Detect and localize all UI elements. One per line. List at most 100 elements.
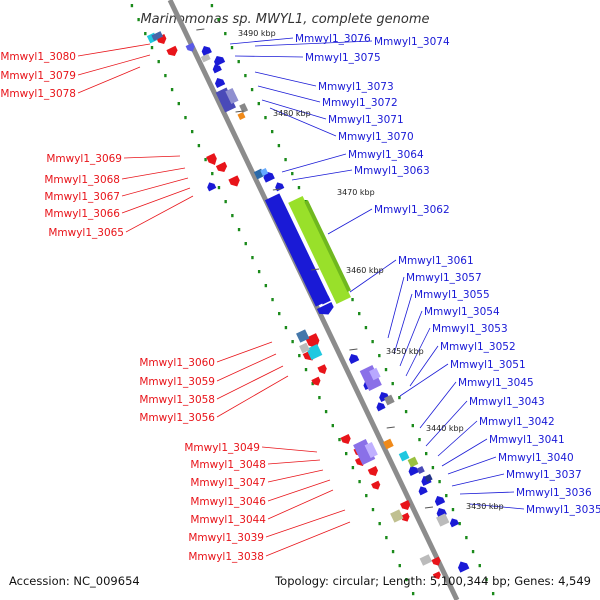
red-gene	[400, 512, 410, 522]
gc-dot	[237, 228, 241, 232]
operon-block	[407, 456, 419, 468]
scale-label: 3470 kbp	[337, 188, 375, 197]
gene-label-left: Mmwyl1_3068	[44, 174, 120, 186]
gc-dot	[271, 298, 274, 302]
leader-line	[254, 71, 317, 87]
label-leader-lines	[77, 37, 525, 557]
leader-line	[327, 208, 373, 235]
red-gene	[400, 499, 411, 511]
leader-line	[419, 381, 457, 429]
gc-dot	[378, 522, 381, 526]
gc-dot	[424, 452, 428, 456]
scale-label: 3450 kbp	[386, 347, 424, 356]
leader-line	[216, 375, 289, 418]
leader-line	[216, 341, 273, 363]
gc-dot	[130, 4, 134, 8]
blue-gene	[201, 45, 212, 57]
leader-line	[267, 489, 334, 520]
gene-label-right: Mmwyl1_3037	[506, 469, 582, 481]
scale-tick	[196, 28, 205, 31]
gene-label-left: Mmwyl1_3079	[0, 70, 76, 82]
gc-dot	[478, 564, 481, 568]
gc-dot	[177, 102, 180, 106]
gene-label-right: Mmwyl1_3045	[458, 377, 534, 389]
gene-label-right: Mmwyl1_3057	[406, 272, 482, 284]
red-gene	[317, 364, 327, 375]
gene-label-right: Mmwyl1_3072	[322, 97, 398, 109]
gc-dot	[224, 200, 227, 204]
scale-label: 3430 kbp	[466, 502, 504, 511]
gc-dot	[224, 32, 227, 36]
gc-dot	[438, 480, 441, 484]
leader-line	[77, 66, 141, 94]
leader-line	[425, 400, 468, 447]
red-gene	[371, 480, 381, 490]
gc-dot	[304, 368, 308, 372]
operon-block	[398, 450, 410, 462]
gene-label-left: Mmwyl1_3069	[46, 153, 122, 165]
leader-line	[459, 491, 515, 495]
gc-dot	[211, 172, 214, 176]
blue-gene	[213, 55, 226, 67]
gc-dot	[471, 550, 475, 554]
gc-dot	[184, 116, 187, 120]
gene-label-right: Mmwyl1_3036	[516, 487, 592, 499]
operon-block	[151, 31, 164, 41]
scale-label: 3490 kbp	[238, 29, 276, 38]
leader-line	[261, 99, 327, 120]
gc-dot	[277, 144, 281, 148]
operon-block	[364, 441, 378, 459]
operon-block	[369, 367, 381, 381]
gene-label-left: Mmwyl1_3078	[0, 88, 76, 100]
leader-line	[269, 107, 337, 137]
operon-block	[237, 111, 246, 121]
gc-dot	[491, 592, 495, 596]
blue-gene	[214, 77, 226, 89]
blue-gene	[212, 64, 222, 74]
blue-gene	[436, 507, 447, 519]
gc-dot	[391, 382, 394, 386]
scale-tick	[349, 348, 358, 351]
operon-block	[225, 87, 239, 105]
blue-gene	[207, 182, 217, 192]
gc-dot	[391, 550, 395, 554]
gc-dot	[297, 186, 301, 190]
gene-label-right: Mmwyl1_3075	[305, 52, 381, 64]
gc-dot	[190, 130, 194, 134]
leader-line	[77, 43, 151, 57]
gc-dot	[150, 46, 154, 50]
operon-block	[239, 103, 249, 113]
leader-line	[77, 54, 151, 76]
gene-label-right: Mmwyl1_3053	[432, 323, 508, 335]
blue-gene	[348, 353, 360, 365]
leader-line	[387, 276, 405, 339]
gc-dot	[431, 466, 435, 470]
gc-dot	[137, 18, 140, 22]
leader-line	[349, 259, 397, 293]
leader-line	[267, 469, 324, 483]
long-green-gene	[288, 196, 351, 304]
gc-dot	[445, 494, 448, 498]
gc-dot	[164, 74, 167, 78]
gene-label-left: Mmwyl1_3044	[190, 514, 266, 526]
gc-dot	[298, 354, 301, 358]
leader-line	[281, 153, 347, 173]
leader-line	[409, 345, 439, 387]
operon-block	[353, 439, 376, 465]
gene-label-right: Mmwyl1_3052	[440, 341, 516, 353]
gc-dot	[210, 4, 214, 8]
gc-dot	[284, 326, 288, 330]
leader-line	[399, 310, 423, 367]
leader-line	[125, 195, 194, 233]
gene-label-right: Mmwyl1_3041	[489, 434, 565, 446]
gc-dot	[264, 116, 267, 120]
red-gene	[311, 376, 321, 386]
gene-label-left: Mmwyl1_3039	[188, 532, 264, 544]
operon-block	[436, 513, 450, 527]
long-green-gene-edge	[304, 200, 352, 292]
operon-block	[424, 473, 433, 483]
leader-line	[399, 363, 449, 397]
gc-dot	[244, 242, 247, 246]
gene-label-right: Mmwyl1_3055	[414, 289, 490, 301]
scale-label: 3460 kbp	[346, 266, 384, 275]
